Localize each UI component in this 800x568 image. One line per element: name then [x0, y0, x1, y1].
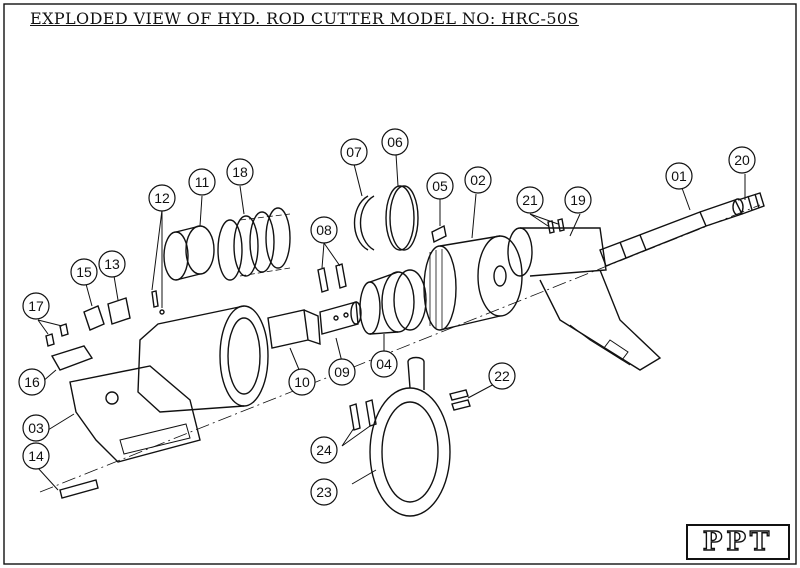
callout-08: 08 — [310, 216, 338, 244]
part-02-cylinder-body — [423, 235, 523, 331]
callout-layer: 01 02 03 04 05 06 07 08 09 10 11 12 13 1… — [18, 128, 756, 506]
part-13-blade — [107, 297, 131, 325]
part-24-screws — [349, 399, 377, 431]
svg-text:16: 16 — [24, 374, 40, 390]
part-12-pins — [151, 290, 165, 315]
svg-text:17: 17 — [28, 298, 44, 314]
svg-text:04: 04 — [376, 356, 392, 372]
main-housing — [137, 305, 269, 413]
svg-text:11: 11 — [195, 174, 210, 190]
callout-07: 07 — [340, 138, 368, 166]
svg-text:13: 13 — [104, 256, 120, 272]
callout-10: 10 — [288, 368, 316, 396]
svg-text:05: 05 — [432, 178, 448, 194]
callout-18: 18 — [226, 158, 254, 186]
svg-text:01: 01 — [671, 168, 687, 184]
part-15-blade — [83, 305, 105, 331]
callout-20: 20 — [728, 146, 756, 174]
sheet-border — [3, 3, 797, 565]
part-11-bushing — [163, 225, 215, 281]
svg-text:02: 02 — [470, 172, 486, 188]
svg-text:21: 21 — [522, 192, 538, 208]
part-19-handle-body — [507, 227, 662, 371]
svg-text:14: 14 — [28, 448, 44, 464]
callout-09: 09 — [328, 358, 356, 386]
callout-24: 24 — [310, 436, 338, 464]
part-04-piston — [359, 269, 427, 335]
svg-text:18: 18 — [232, 164, 248, 180]
part-06-seal — [385, 185, 419, 251]
callout-19: 19 — [564, 186, 592, 214]
part-23-handle-ring — [369, 356, 451, 517]
svg-text:24: 24 — [316, 442, 332, 458]
svg-text:23: 23 — [316, 484, 332, 500]
svg-text:03: 03 — [28, 420, 44, 436]
svg-text:12: 12 — [154, 190, 170, 206]
svg-text:09: 09 — [334, 364, 350, 380]
svg-text:07: 07 — [346, 144, 362, 160]
callout-06: 06 — [381, 128, 409, 156]
part-03-cutter-head — [69, 365, 201, 463]
part-01-piston-rod — [599, 198, 744, 267]
svg-text:19: 19 — [570, 192, 586, 208]
callout-11: 11 — [188, 168, 216, 196]
part-16-plate — [50, 345, 94, 371]
callout-15: 15 — [70, 258, 98, 286]
part-14-bolt — [59, 479, 99, 499]
svg-text:08: 08 — [316, 222, 332, 238]
logo-text: PPT — [702, 526, 774, 557]
callout-02: 02 — [464, 166, 492, 194]
svg-text:22: 22 — [494, 368, 510, 384]
center-axis — [39, 204, 761, 493]
svg-text:10: 10 — [294, 374, 310, 390]
callout-23: 23 — [310, 478, 338, 506]
callout-03: 03 — [22, 414, 50, 442]
part-22-screws — [449, 389, 471, 411]
callout-12: 12 — [148, 184, 176, 212]
part-08-pins — [317, 263, 347, 293]
svg-text:06: 06 — [387, 134, 403, 150]
callout-22: 22 — [488, 362, 516, 390]
part-07-backup-ring — [353, 195, 375, 251]
svg-text:15: 15 — [76, 264, 92, 280]
callout-14: 14 — [22, 442, 50, 470]
callout-21: 21 — [516, 186, 544, 214]
company-logo: PPT — [686, 524, 790, 560]
part-10-blade-holder — [267, 309, 321, 349]
callout-16: 16 — [18, 368, 46, 396]
drawing-title: EXPLODED VIEW OF HYD. ROD CUTTER MODEL N… — [30, 9, 579, 28]
part-20-fitting — [737, 192, 765, 215]
callout-17: 17 — [22, 292, 50, 320]
part-17-screws — [45, 323, 69, 347]
part-05-grub-screw — [431, 224, 447, 244]
callout-04: 04 — [370, 350, 398, 378]
callout-05: 05 — [426, 172, 454, 200]
part-09-connector — [319, 301, 362, 335]
callout-01: 01 — [665, 162, 693, 190]
part-18-spring — [217, 207, 291, 281]
svg-text:20: 20 — [734, 152, 750, 168]
callout-13: 13 — [98, 250, 126, 278]
